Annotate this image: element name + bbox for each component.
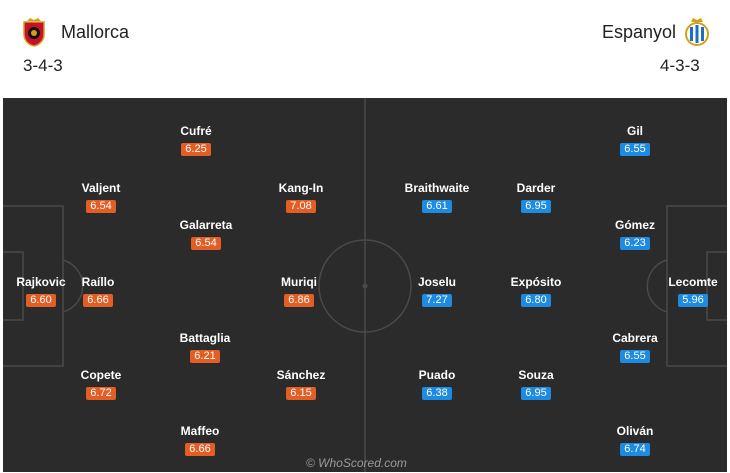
player-rating: 6.95 bbox=[521, 387, 551, 400]
home-player-valjent[interactable]: Valjent 6.54 bbox=[61, 181, 141, 214]
away-team-name: Espanyol bbox=[602, 22, 677, 42]
home-player-raillo[interactable]: Raíllo 6.66 bbox=[58, 275, 138, 308]
whoscored-watermark: © WhoScored.com bbox=[306, 456, 407, 470]
away-player-darder[interactable]: Darder 6.95 bbox=[496, 181, 576, 214]
away-player-joselu[interactable]: Joselu 7.27 bbox=[397, 275, 477, 308]
pitch: Rajkovic 6.60 Valjent 6.54 Raíllo 6.66 C… bbox=[3, 98, 727, 472]
player-rating: 6.72 bbox=[86, 387, 116, 400]
player-rating: 6.55 bbox=[620, 350, 650, 363]
away-player-souza[interactable]: Souza 6.95 bbox=[496, 368, 576, 401]
player-rating: 6.23 bbox=[620, 237, 650, 250]
player-name: Maffeo bbox=[180, 424, 220, 438]
player-name: Souza bbox=[518, 368, 554, 382]
player-name: Puado bbox=[418, 368, 456, 382]
home-player-copete[interactable]: Copete 6.72 bbox=[61, 368, 141, 401]
player-rating: 6.74 bbox=[620, 443, 650, 456]
away-player-olivan[interactable]: Oliván 6.74 bbox=[595, 424, 675, 457]
player-rating: 6.15 bbox=[286, 387, 316, 400]
player-name: Expósito bbox=[510, 275, 562, 289]
player-rating: 7.27 bbox=[422, 294, 452, 307]
away-formation: 4-3-3 bbox=[660, 56, 700, 75]
player-name: Cufré bbox=[180, 124, 212, 138]
mallorca-crest-icon bbox=[23, 18, 45, 47]
home-player-cufre[interactable]: Cufré 6.25 bbox=[156, 124, 236, 157]
player-name: Sánchez bbox=[276, 368, 326, 382]
match-header: Mallorca 3-4-3 Espanyol 4-3-3 bbox=[0, 0, 730, 96]
player-name: Galarreta bbox=[179, 218, 233, 232]
player-rating: 6.66 bbox=[185, 443, 215, 456]
home-player-galarreta[interactable]: Galarreta 6.54 bbox=[166, 218, 246, 251]
player-name: Kang-In bbox=[278, 181, 324, 195]
home-player-rajkovic[interactable]: Rajkovic 6.60 bbox=[3, 275, 81, 308]
player-rating: 6.21 bbox=[190, 350, 220, 363]
player-rating: 6.54 bbox=[191, 237, 221, 250]
home-player-kang-in[interactable]: Kang-In 7.08 bbox=[261, 181, 341, 214]
player-name: Valjent bbox=[81, 181, 121, 195]
away-player-exposito[interactable]: Expósito 6.80 bbox=[496, 275, 576, 308]
away-player-lecomte[interactable]: Lecomte 5.96 bbox=[653, 275, 727, 308]
home-formation: 3-4-3 bbox=[23, 56, 63, 75]
player-rating: 6.61 bbox=[422, 200, 452, 213]
pitch-markings bbox=[3, 98, 727, 472]
player-rating: 6.95 bbox=[521, 200, 551, 213]
player-rating: 6.55 bbox=[620, 143, 650, 156]
player-name: Oliván bbox=[616, 424, 654, 438]
player-name: Battaglia bbox=[179, 331, 231, 345]
player-rating: 6.60 bbox=[26, 294, 56, 307]
player-name: Gómez bbox=[614, 218, 655, 232]
player-rating: 6.38 bbox=[422, 387, 452, 400]
player-name: Raíllo bbox=[81, 275, 115, 289]
home-player-muriqi[interactable]: Muriqi 6.86 bbox=[259, 275, 339, 308]
player-rating: 6.54 bbox=[86, 200, 116, 213]
espanyol-crest-icon bbox=[685, 18, 709, 46]
player-name: Joselu bbox=[417, 275, 456, 289]
player-name: Lecomte bbox=[668, 275, 718, 289]
player-name: Muriqi bbox=[281, 275, 317, 289]
player-rating: 5.96 bbox=[678, 294, 708, 307]
player-rating: 6.80 bbox=[521, 294, 551, 307]
home-team-name: Mallorca bbox=[61, 22, 130, 42]
away-player-gomez[interactable]: Gómez 6.23 bbox=[595, 218, 675, 251]
player-name: Gil bbox=[626, 124, 643, 138]
home-player-maffeo[interactable]: Maffeo 6.66 bbox=[160, 424, 240, 457]
player-rating: 6.25 bbox=[181, 143, 211, 156]
player-name: Copete bbox=[80, 368, 122, 382]
player-name: Darder bbox=[516, 181, 556, 195]
away-player-braithwaite[interactable]: Braithwaite 6.61 bbox=[397, 181, 477, 214]
home-player-sanchez[interactable]: Sánchez 6.15 bbox=[261, 368, 341, 401]
away-player-puado[interactable]: Puado 6.38 bbox=[397, 368, 477, 401]
player-rating: 6.66 bbox=[83, 294, 113, 307]
away-player-gil[interactable]: Gil 6.55 bbox=[595, 124, 675, 157]
home-player-battaglia[interactable]: Battaglia 6.21 bbox=[165, 331, 245, 364]
player-rating: 6.86 bbox=[284, 294, 314, 307]
player-name: Braithwaite bbox=[404, 181, 470, 195]
player-name: Rajkovic bbox=[16, 275, 66, 289]
player-name: Cabrera bbox=[612, 331, 658, 345]
player-rating: 7.08 bbox=[286, 200, 316, 213]
away-player-cabrera[interactable]: Cabrera 6.55 bbox=[595, 331, 675, 364]
